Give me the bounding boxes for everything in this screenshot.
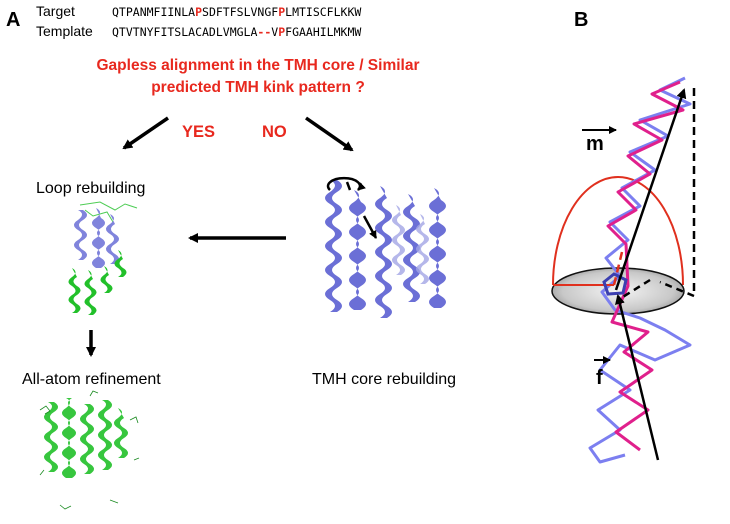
vector-f-axis	[615, 294, 660, 461]
template-helix-trace	[588, 76, 692, 464]
hemisphere-arc	[552, 176, 684, 286]
projection-line-1	[659, 280, 695, 298]
sequence-segment: V	[271, 25, 278, 39]
loop-rebuilding-label: Loop rebuilding	[36, 180, 145, 197]
model-helix-trace	[606, 80, 685, 452]
target-label: Target	[36, 3, 75, 19]
kink-geometry-diagram: m f	[551, 76, 696, 464]
panel-label-a: A	[6, 9, 20, 31]
highlighted-residue: P	[278, 5, 285, 19]
all-atom-refinement-label: All-atom refinement	[22, 371, 161, 388]
sequence-segment: SDFTFSLVNGF	[202, 5, 278, 19]
no-arrow	[305, 116, 354, 152]
highlighted-residue: P	[278, 25, 285, 39]
sequence-alignment: Target Template QTPANMFIINLAPSDFTFSLVNGF…	[36, 3, 361, 39]
decision-question-line1: Gapless alignment in the TMH core / Simi…	[97, 57, 420, 74]
panel-label-b: B	[574, 9, 588, 31]
vector-m-label: m	[586, 133, 604, 155]
proline-ring-icon	[602, 272, 628, 296]
template-sequence: QTVTNYFITSLACADLVMGLA--VPFGAAHILMKMW	[112, 25, 361, 39]
yes-arrow	[122, 116, 169, 150]
projection-line-2	[617, 278, 651, 302]
sequence-segment: FGAAHILMKMW	[285, 25, 361, 39]
highlighted-residue: P	[195, 5, 202, 19]
sequence-segment: QTPANMFIINLA	[112, 5, 195, 19]
tilt-arrow	[362, 215, 378, 239]
target-sequence: QTPANMFIINLAPSDFTFSLVNGFPLMTISCFLKKW	[112, 5, 361, 19]
rotation-arrow-icon	[326, 176, 366, 191]
loop-rebuilding-structure	[68, 201, 138, 315]
tmh-core-rebuilding-label: TMH core rebuilding	[312, 371, 456, 388]
highlighted-residue: --	[257, 25, 271, 39]
all-atom-refinement-structure	[39, 390, 140, 510]
kink-arrow	[345, 181, 352, 191]
kink-dashed-line	[612, 251, 624, 286]
sequence-segment: LMTISCFLKKW	[285, 5, 361, 19]
template-label: Template	[36, 23, 93, 39]
vector-m-axis	[614, 88, 687, 291]
vector-f-label: f	[596, 367, 603, 389]
decision-question-line2: predicted TMH kink pattern ?	[151, 79, 365, 96]
tmh-core-structure	[325, 176, 446, 318]
no-label: NO	[262, 123, 287, 141]
yes-label: YES	[182, 123, 215, 141]
sequence-segment: QTVTNYFITSLACADLVMGLA	[112, 25, 257, 39]
